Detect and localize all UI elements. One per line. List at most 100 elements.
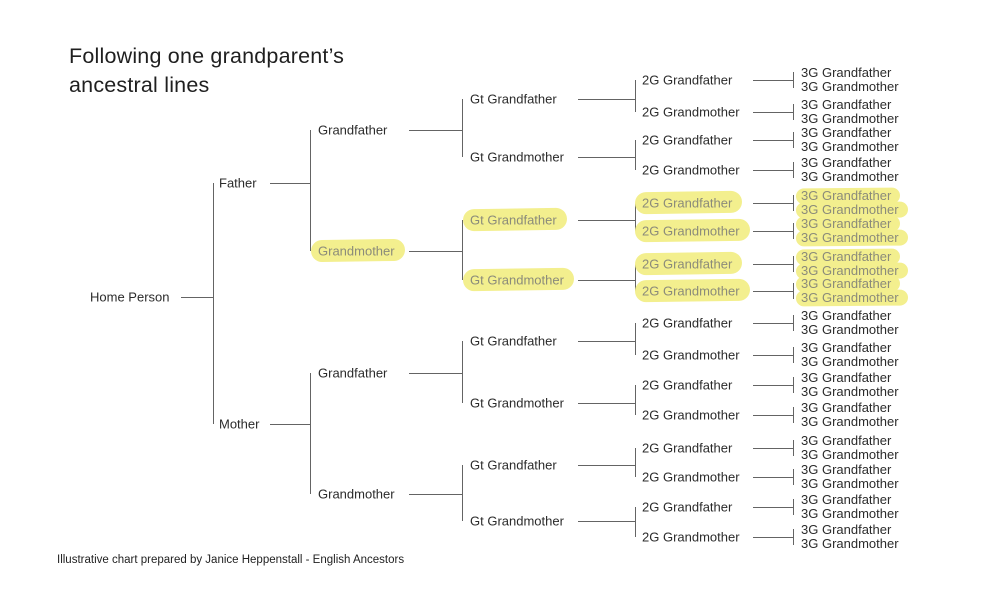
junction-tick	[793, 283, 794, 299]
connector-line	[753, 323, 793, 324]
bracket-line	[635, 448, 636, 477]
node-2g-grandparent-5: 2G Grandfather	[642, 195, 733, 211]
junction-tick	[793, 499, 794, 515]
node-3g-grandparent-32: 3G Grandmother	[801, 536, 899, 551]
connector-line	[753, 112, 793, 113]
connector-line	[578, 341, 635, 342]
node-3g-grandparent-19: 3G Grandfather	[801, 340, 892, 355]
connector-line	[409, 373, 462, 374]
node-3g-grandparent-15: 3G Grandfather	[801, 276, 892, 291]
connector-line	[270, 424, 310, 425]
node-3g-grandparent-6: 3G Grandmother	[801, 139, 899, 154]
node-2g-grandparent-7: 2G Grandfather	[642, 256, 733, 272]
node-2g-grandparent-12: 2G Grandmother	[642, 407, 740, 423]
bracket-line	[462, 465, 463, 521]
connector-line	[753, 385, 793, 386]
node-2g-grandparent-13: 2G Grandfather	[642, 440, 733, 456]
node-gt-grandparent-5: Gt Grandfather	[470, 333, 557, 349]
node-gt-grandparent-1: Gt Grandfather	[470, 91, 557, 107]
bracket-line	[635, 264, 636, 291]
node-maternal-grandfather: Grandfather	[318, 365, 388, 381]
node-mother: Mother	[219, 416, 260, 432]
node-3g-grandparent-26: 3G Grandmother	[801, 447, 899, 462]
connector-line	[753, 170, 793, 171]
node-paternal-grandmother: Grandmother	[318, 243, 395, 259]
node-paternal-grandfather: Grandfather	[318, 122, 388, 138]
chart-title-line1: Following one grandparent’s	[69, 44, 345, 68]
node-2g-grandparent-2: 2G Grandmother	[642, 104, 740, 120]
node-home-person: Home Person	[90, 289, 170, 305]
connector-line	[753, 291, 793, 292]
node-2g-grandparent-15: 2G Grandfather	[642, 499, 733, 515]
node-2g-grandparent-16: 2G Grandmother	[642, 529, 740, 545]
node-3g-grandparent-1: 3G Grandfather	[801, 65, 892, 80]
node-2g-grandparent-11: 2G Grandfather	[642, 377, 733, 393]
connector-line	[409, 130, 462, 131]
node-3g-grandparent-31: 3G Grandfather	[801, 522, 892, 537]
connector-line	[578, 99, 635, 100]
bracket-line	[635, 323, 636, 355]
node-3g-grandparent-3: 3G Grandfather	[801, 97, 892, 112]
node-3g-grandparent-11: 3G Grandfather	[801, 216, 892, 231]
junction-tick	[793, 195, 794, 211]
bracket-line	[635, 203, 636, 231]
node-2g-grandparent-10: 2G Grandmother	[642, 347, 740, 363]
bracket-line	[462, 341, 463, 403]
connector-line	[753, 477, 793, 478]
bracket-line	[635, 140, 636, 170]
node-gt-grandparent-6: Gt Grandmother	[470, 395, 564, 411]
junction-tick	[793, 347, 794, 363]
junction-tick	[793, 440, 794, 456]
node-gt-grandparent-8: Gt Grandmother	[470, 513, 564, 529]
node-gt-grandparent-2: Gt Grandmother	[470, 149, 564, 165]
bracket-line	[310, 373, 311, 494]
connector-line	[753, 537, 793, 538]
node-3g-grandparent-12: 3G Grandmother	[801, 230, 899, 245]
connector-line	[578, 157, 635, 158]
node-3g-grandparent-2: 3G Grandmother	[801, 79, 899, 94]
connector-line	[753, 140, 793, 141]
credit-caption: Illustrative chart prepared by Janice He…	[57, 554, 405, 566]
connector-line	[181, 297, 213, 298]
connector-line	[753, 231, 793, 232]
node-3g-grandparent-27: 3G Grandfather	[801, 462, 892, 477]
connector-line	[270, 183, 310, 184]
node-3g-grandparent-17: 3G Grandfather	[801, 308, 892, 323]
node-2g-grandparent-8: 2G Grandmother	[642, 283, 740, 299]
node-gt-grandparent-4: Gt Grandmother	[470, 272, 564, 288]
chart-title: Following one grandparent’s ancestral li…	[69, 42, 344, 100]
junction-tick	[793, 315, 794, 331]
junction-tick	[793, 529, 794, 545]
node-3g-grandparent-22: 3G Grandmother	[801, 384, 899, 399]
junction-tick	[793, 104, 794, 120]
bracket-line	[462, 99, 463, 157]
node-3g-grandparent-8: 3G Grandmother	[801, 169, 899, 184]
node-maternal-grandmother: Grandmother	[318, 486, 395, 502]
chart-title-line2: ancestral lines	[69, 73, 210, 97]
node-3g-grandparent-5: 3G Grandfather	[801, 125, 892, 140]
connector-line	[578, 403, 635, 404]
connector-line	[578, 280, 635, 281]
node-3g-grandparent-13: 3G Grandfather	[801, 249, 892, 264]
connector-line	[753, 448, 793, 449]
node-3g-grandparent-29: 3G Grandfather	[801, 492, 892, 507]
bracket-line	[462, 220, 463, 280]
node-2g-grandparent-1: 2G Grandfather	[642, 72, 733, 88]
junction-tick	[793, 377, 794, 393]
junction-tick	[793, 72, 794, 88]
connector-line	[753, 264, 793, 265]
bracket-line	[310, 130, 311, 251]
